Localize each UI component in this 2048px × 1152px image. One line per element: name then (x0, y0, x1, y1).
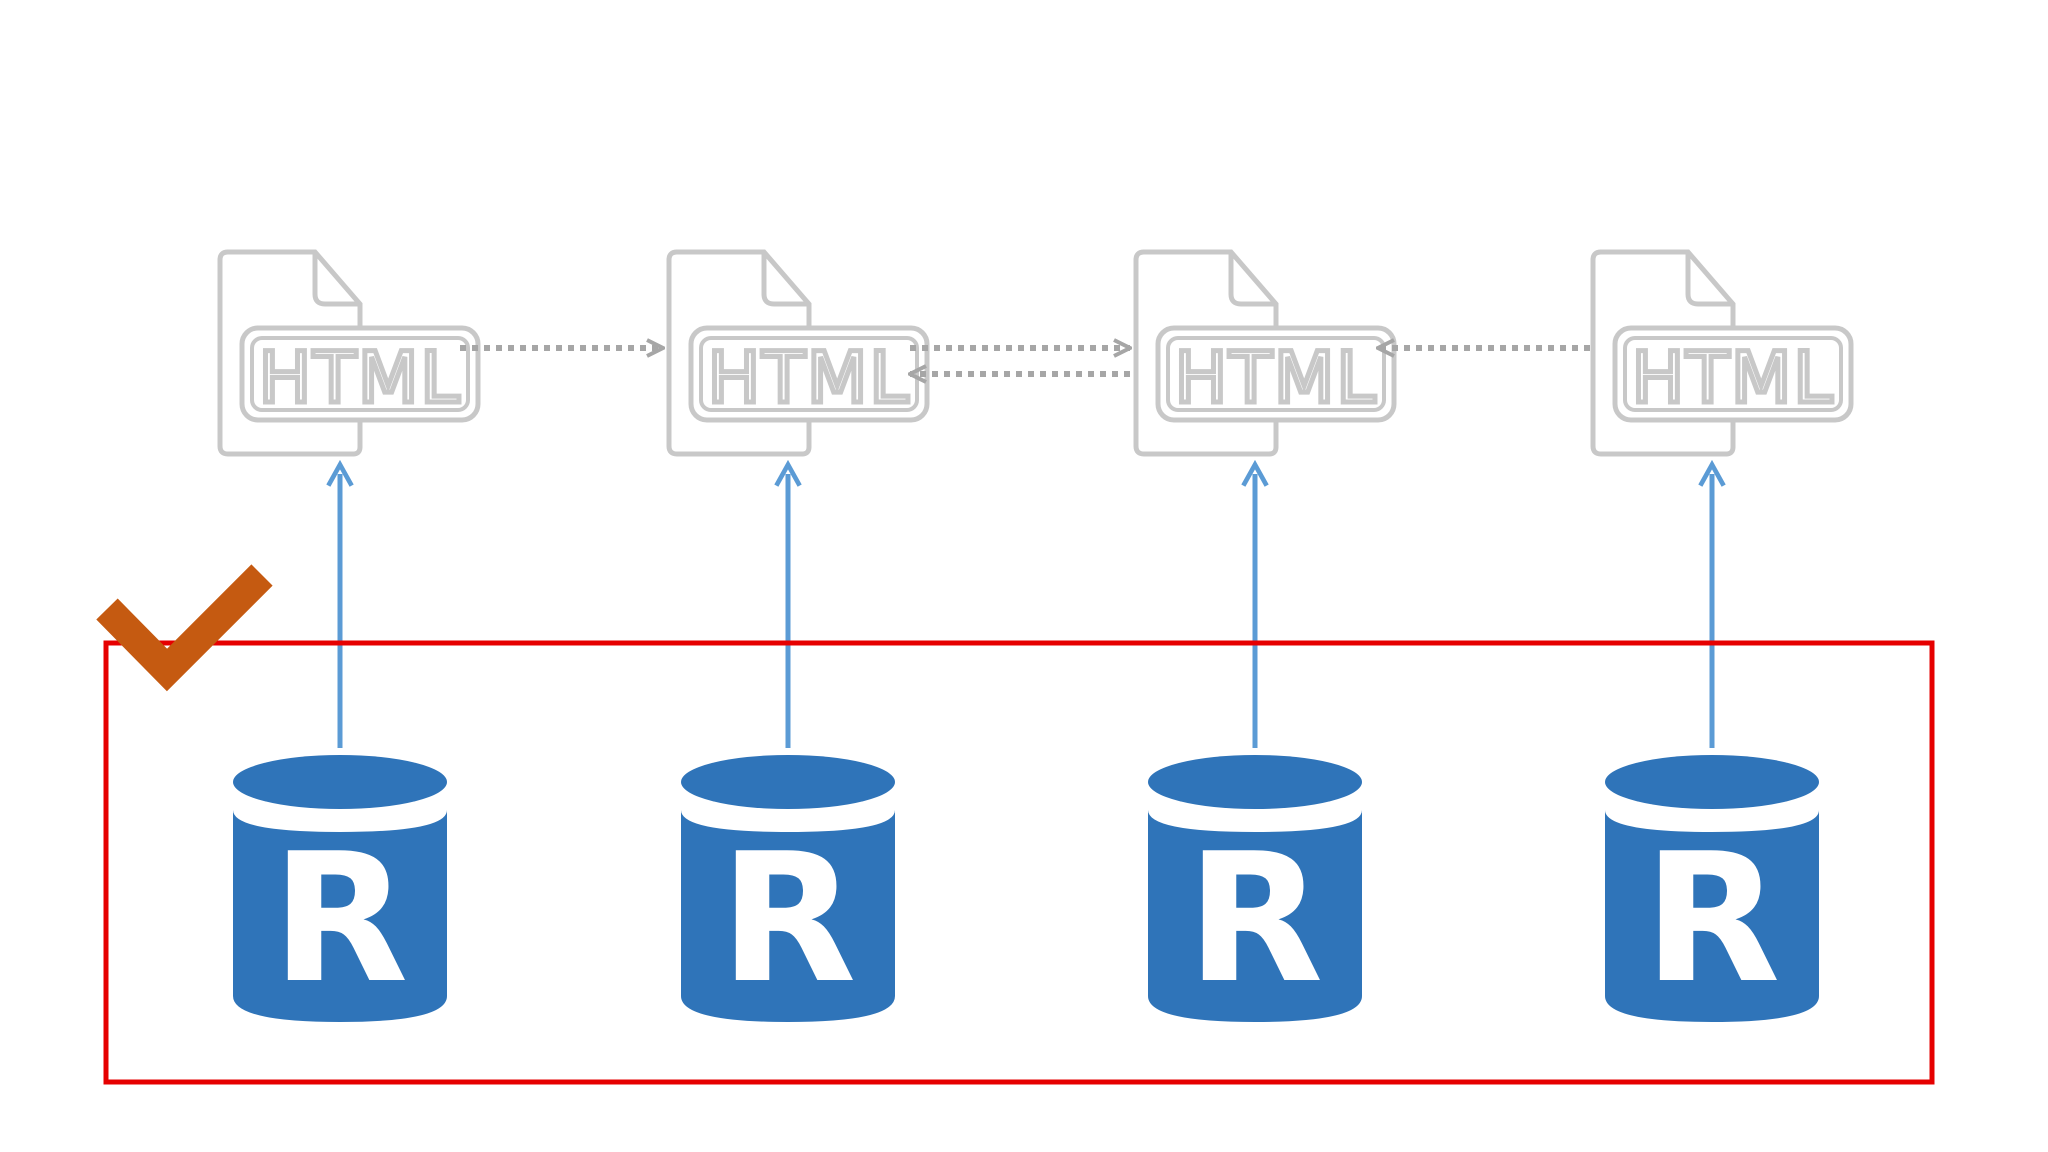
html-document-label: HTML (708, 337, 911, 419)
html-badge-inner (250, 336, 470, 412)
check-icon (96, 564, 273, 692)
html-document-1: HTML (217, 249, 481, 457)
database-icon (1148, 810, 1362, 1022)
database-3: R (1148, 755, 1362, 1022)
document-fold-icon (312, 252, 360, 307)
html-badge (239, 325, 481, 423)
html-badge (688, 325, 930, 423)
html-badge (1155, 325, 1397, 423)
html-document-3: HTML (1133, 249, 1397, 457)
database-label: R (1643, 815, 1780, 1022)
database-1: R (233, 755, 447, 1022)
database-icon (681, 810, 895, 1022)
html-document-4: HTML (1590, 249, 1854, 457)
document-fold-icon (1228, 252, 1276, 307)
document-fold-icon (1685, 252, 1733, 307)
database-label: R (719, 815, 856, 1022)
html-document-label: HTML (259, 337, 462, 419)
html-document-label: HTML (1175, 337, 1378, 419)
database-label: R (271, 815, 408, 1022)
html-badge-inner (1166, 336, 1386, 412)
database-icon (233, 810, 447, 1022)
html-badge (1612, 325, 1854, 423)
databases-highlight-box (103, 640, 1935, 1085)
database-top-icon (1605, 755, 1819, 809)
document-fold-icon (761, 252, 809, 307)
database-2: R (681, 755, 895, 1022)
database-label: R (1186, 815, 1323, 1022)
html-document-label: HTML (1632, 337, 1835, 419)
database-top-icon (233, 755, 447, 809)
html-badge-inner (1623, 336, 1843, 412)
database-4: R (1605, 755, 1819, 1022)
html-document-2: HTML (666, 249, 930, 457)
database-icon (1605, 810, 1819, 1022)
database-top-icon (1148, 755, 1362, 809)
database-top-icon (681, 755, 895, 809)
